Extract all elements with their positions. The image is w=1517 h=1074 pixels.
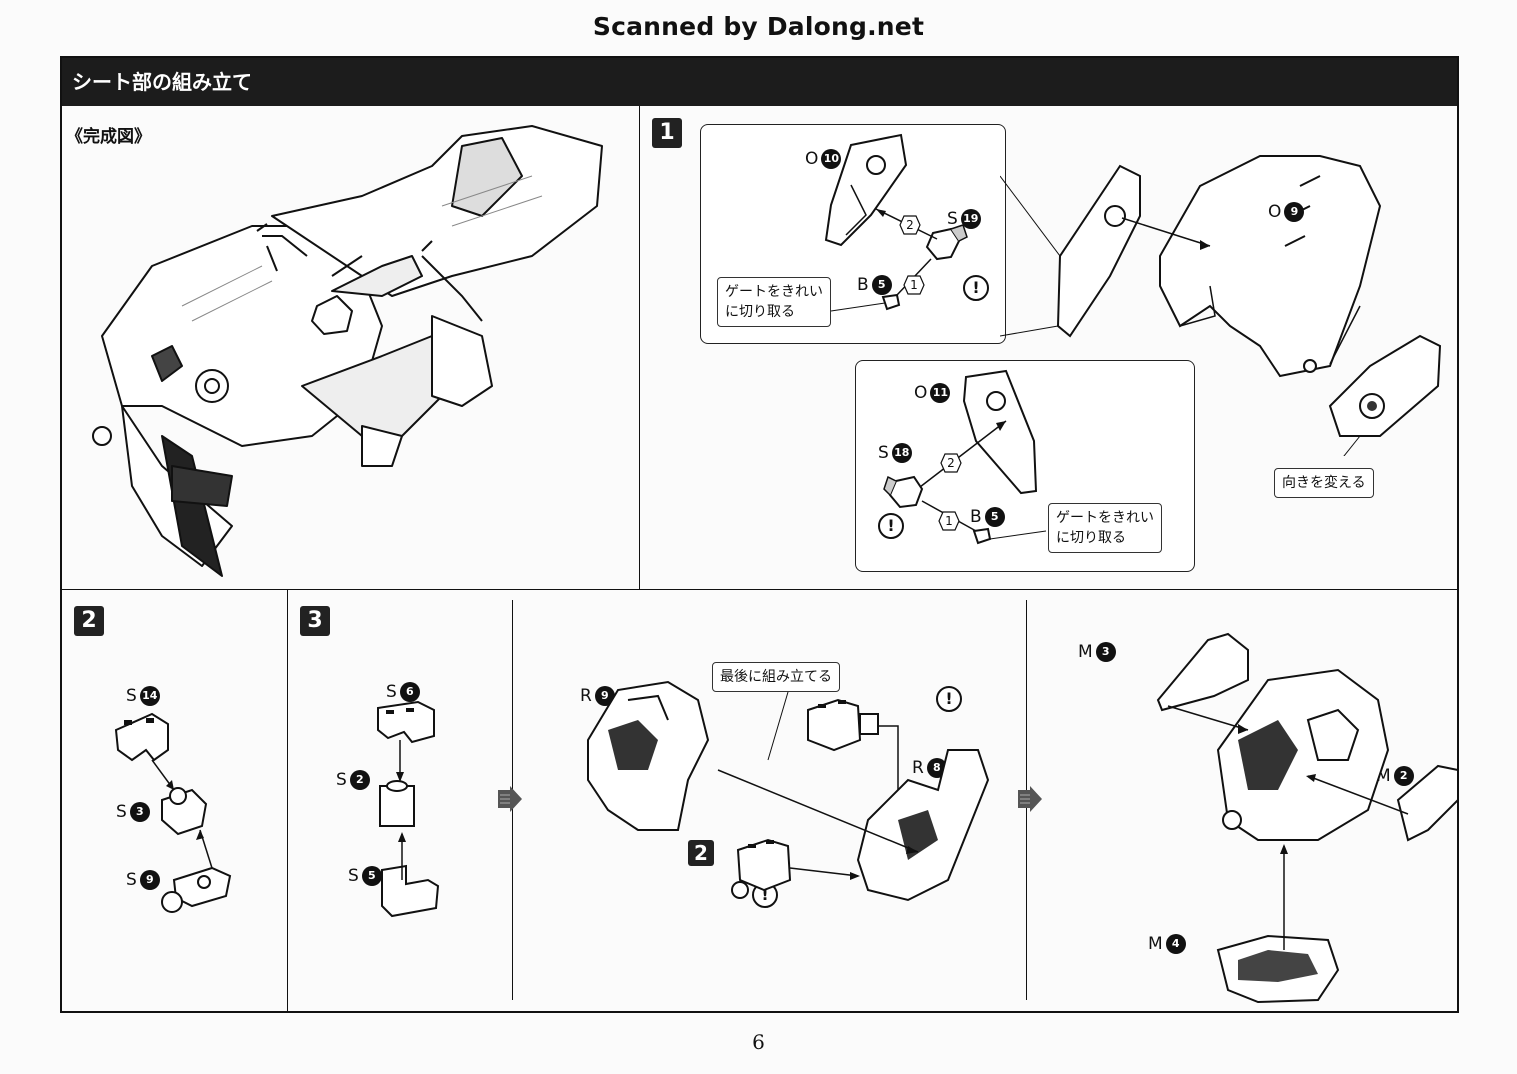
step-2-reference-badge: 2 (688, 840, 714, 866)
completed-label: 《完成図》 (66, 127, 151, 147)
step-1-sub-box-b: O 11 S 18 B 5 (855, 360, 1195, 572)
part-m2-label: M 2 (1376, 766, 1414, 786)
part-b5-label: B 5 (857, 275, 892, 295)
order-number: 1 (910, 278, 918, 292)
part-number: 14 (139, 686, 160, 706)
part-s14-label: S 14 (126, 686, 160, 706)
part-letter: S (348, 866, 359, 886)
next-step-arrow-icon (1018, 786, 1042, 812)
part-number: 11 (930, 383, 951, 403)
part-number: 3 (129, 802, 150, 822)
note-line-1: ゲートをきれい (725, 284, 823, 300)
bike-seat-completed-illustration (92, 125, 603, 577)
seat-side-plate-o10-drawing (824, 133, 968, 312)
part-r9-label: R 9 (580, 686, 615, 706)
order-2-marker: 2 (940, 453, 962, 473)
part-letter: O (914, 383, 928, 403)
part-number: 9 (139, 870, 160, 890)
part-number: 6 (399, 682, 420, 702)
part-letter: M (1078, 642, 1093, 662)
step-1-panel: 1 O 10 S 19 B 5 (640, 106, 1459, 590)
part-letter: S (878, 443, 889, 463)
order-number: 2 (906, 218, 914, 232)
section-title: シート部の組み立て (62, 58, 1457, 106)
stack-subassembly-drawing (377, 700, 440, 918)
part-letter: B (857, 275, 869, 295)
part-m3-label: M 3 (1078, 642, 1116, 662)
part-s18-label: S 18 (878, 443, 912, 463)
step-3-panel: 3 S 6 S 2 S 5 R (288, 590, 1459, 1013)
scan-credit: Scanned by Dalong.net (592, 12, 925, 41)
covers-final-assembly-drawing (1156, 632, 1458, 1004)
direction-change-note: 向きを変える (1274, 468, 1374, 498)
step-3-badge: 3 (300, 606, 330, 636)
step-2-badge: 2 (74, 606, 104, 636)
order-1-marker: 1 (938, 511, 960, 531)
part-number: 5 (984, 507, 1005, 527)
assemble-last-note: 最後に組み立てる (712, 662, 840, 692)
part-o10-label: O 10 (805, 149, 842, 169)
instruction-sheet: シート部の組み立て 《完成図》 (60, 56, 1459, 1013)
warning-icon: ! (963, 275, 989, 301)
part-number: 19 (960, 209, 981, 229)
part-s19-label: S 19 (947, 209, 981, 229)
part-letter: O (805, 149, 819, 169)
warning-icon: ! (878, 513, 904, 539)
part-number: 4 (1165, 934, 1186, 954)
order-number: 1 (945, 514, 953, 528)
order-1-marker: 1 (903, 275, 925, 295)
part-letter: B (970, 507, 982, 527)
part-number: 10 (821, 149, 842, 169)
step-1-sub-box-a: O 10 S 19 B 5 (700, 124, 1006, 344)
part-letter: R (580, 686, 592, 706)
joint-assembly-drawing (114, 712, 232, 913)
seat-end-cap-drawing (1328, 334, 1442, 456)
part-number: 5 (361, 866, 382, 886)
note-line-2: に切り取る (725, 304, 795, 320)
part-s2-label: S 2 (336, 770, 370, 790)
part-o9-label: O 9 (1268, 202, 1305, 222)
gate-trim-note: ゲートをきれい に切り取る (717, 277, 831, 327)
part-letter: S (336, 770, 347, 790)
part-m4-label: M 4 (1148, 934, 1186, 954)
part-letter: S (126, 870, 137, 890)
part-number: 2 (349, 770, 370, 790)
step-2-panel: 2 S 14 S 3 S 9 (62, 590, 288, 1013)
order-number: 2 (947, 456, 955, 470)
part-b5-label: B 5 (970, 507, 1005, 527)
part-number: 18 (891, 443, 912, 463)
part-letter: M (1148, 934, 1163, 954)
part-number: 2 (1393, 766, 1414, 786)
seat-side-plate-o11-drawing (883, 369, 1047, 545)
part-number: 3 (1095, 642, 1116, 662)
gate-trim-note: ゲートをきれい に切り取る (1048, 503, 1162, 553)
note-line-1: ゲートをきれい (1056, 510, 1154, 526)
part-s6-label: S 6 (386, 682, 420, 702)
part-number: 9 (1284, 202, 1305, 222)
part-letter: S (947, 209, 958, 229)
page-number: 6 (752, 1030, 765, 1054)
completed-view-panel: 《完成図》 (62, 106, 640, 590)
note-line-2: に切り取る (1056, 530, 1126, 546)
step-1-badge: 1 (652, 118, 682, 148)
part-s5-label: S 5 (348, 866, 382, 886)
next-step-arrow-icon (498, 786, 522, 812)
part-letter: S (126, 686, 137, 706)
part-letter: S (386, 682, 397, 702)
seat-cover-o9-assembly-drawing (1000, 155, 1382, 378)
part-o11-label: O 11 (914, 383, 951, 403)
part-number: 5 (871, 275, 892, 295)
part-letter: O (1268, 202, 1282, 222)
part-letter: S (116, 802, 127, 822)
part-s9-label: S 9 (126, 870, 160, 890)
warning-icon: ! (936, 686, 962, 712)
order-2-marker: 2 (899, 215, 921, 235)
part-s3-label: S 3 (116, 802, 150, 822)
part-letter: R (912, 758, 924, 778)
part-number: 9 (594, 686, 615, 706)
frame-halves-assembly-drawing (587, 680, 990, 902)
